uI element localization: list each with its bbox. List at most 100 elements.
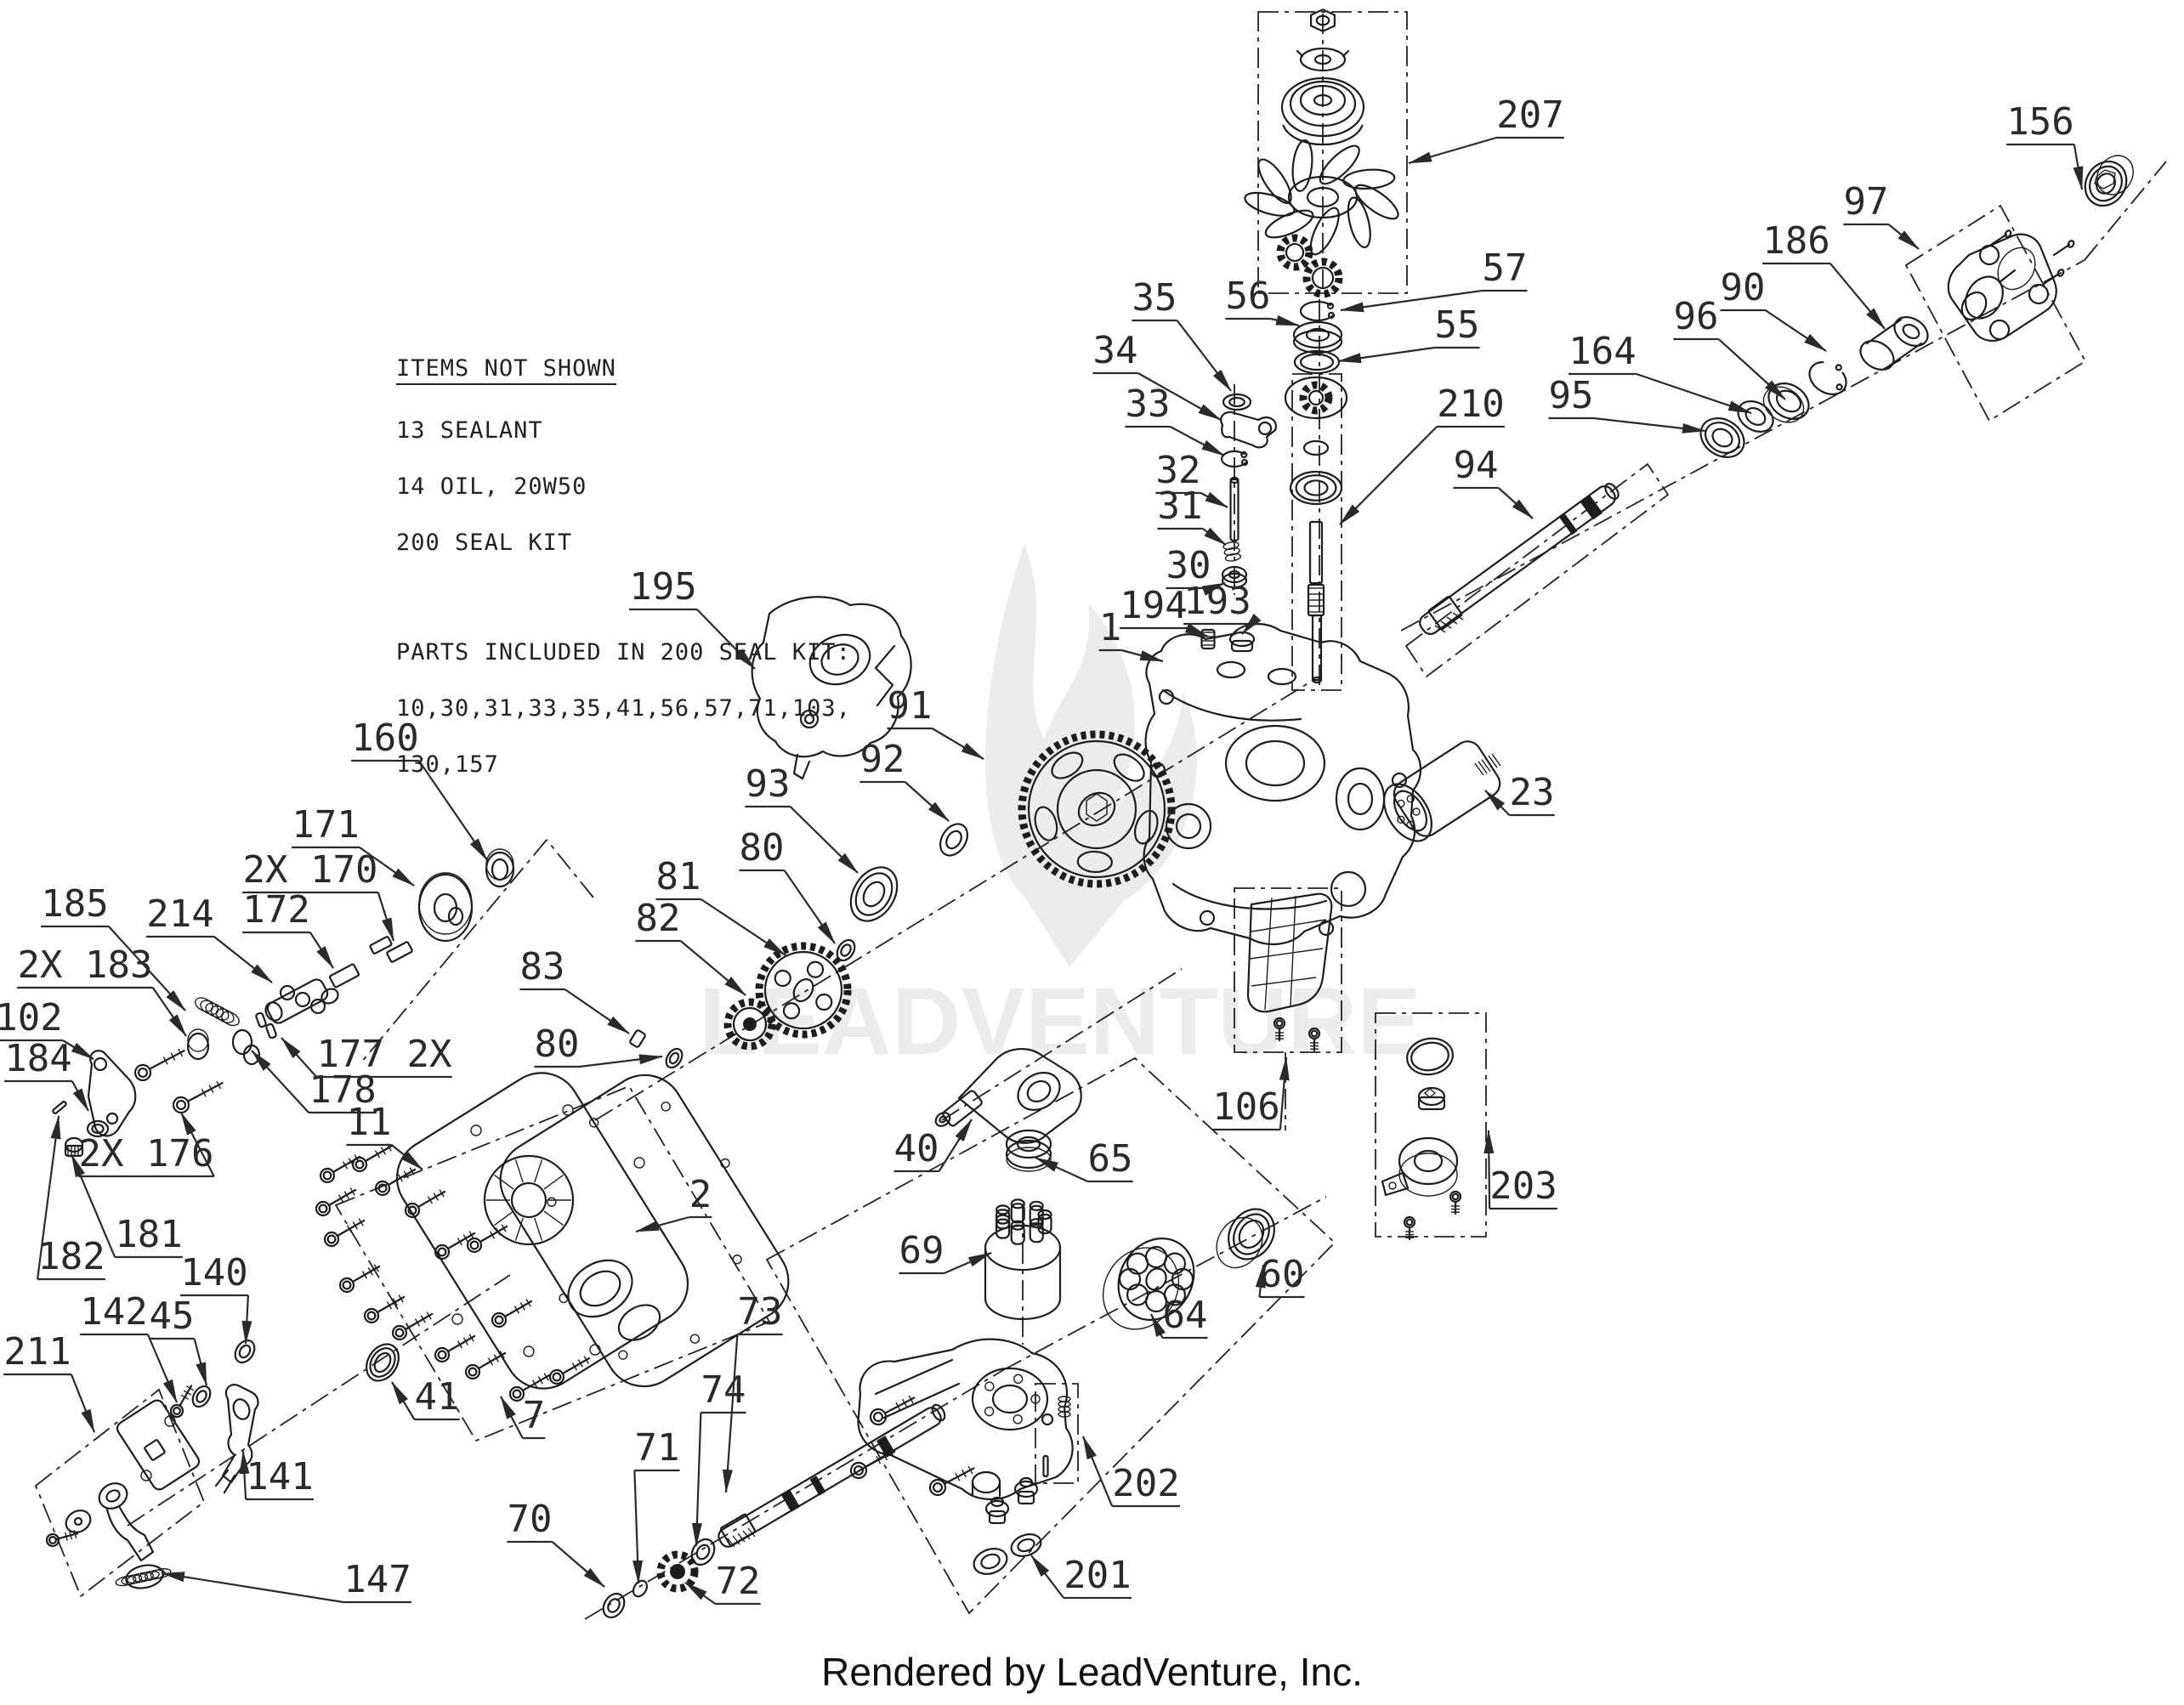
callout-81: 81 [655, 855, 786, 956]
callout-97: 97 [1843, 180, 1920, 250]
part-check-plugs [984, 1476, 1039, 1525]
part-number-label: 102 [0, 996, 63, 1039]
part-trunnion-arm-214 [264, 978, 339, 1024]
part-fan-kit-207 [1244, 8, 1399, 375]
callout-207: 207 [1408, 93, 1564, 165]
part-number-label: 207 [1496, 93, 1563, 137]
callout-41: 41 [391, 1375, 460, 1421]
part-number-label: 193 [1183, 580, 1251, 623]
part-key-170a [386, 941, 413, 963]
part-number-label: 178 [309, 1068, 376, 1112]
part-number-label: 80 [535, 1022, 580, 1066]
part-axle-bearing-156 [2084, 155, 2134, 207]
callout-147: 147 [161, 1558, 411, 1604]
part-number-label: 31 [1158, 484, 1203, 528]
part-pinion-82 [723, 998, 776, 1051]
callout-184: 184 [4, 1037, 89, 1112]
seal-kit-title: PARTS INCLUDED IN 200 SEAL KIT: [396, 639, 851, 666]
part-number-label: 202 [1112, 1462, 1179, 1505]
callout-203: 203 [1483, 1130, 1557, 1210]
part-number-label: 11 [347, 1101, 392, 1144]
part-number-label: 55 [1435, 303, 1480, 347]
callout-214: 214 [146, 892, 273, 983]
part-number-label: 74 [701, 1368, 746, 1412]
callout-140: 140 [180, 1251, 252, 1345]
part-number-label: 186 [1762, 219, 1829, 263]
part-number-label: 65 [1088, 1137, 1133, 1181]
callout-202: 202 [1081, 1436, 1180, 1508]
callout-33: 33 [1125, 382, 1225, 456]
part-spring-185 [195, 997, 240, 1027]
part-number-label: 40 [894, 1127, 939, 1170]
part-number-label: 195 [629, 565, 696, 609]
part-side-cover-11 [395, 1072, 689, 1390]
callout-65: 65 [1035, 1137, 1133, 1183]
part-number-label: 32 [1156, 449, 1201, 492]
part-spacer-186 [1859, 315, 1929, 371]
part-washer-184 [86, 1119, 110, 1138]
callout-94: 94 [1453, 444, 1534, 519]
part-number-label: 90 [1721, 266, 1766, 309]
callout-80: 80 [534, 1022, 663, 1068]
part-number-label: 106 [1212, 1085, 1279, 1129]
part-number-label: 71 [635, 1426, 680, 1470]
part-number-label: 80 [740, 826, 785, 869]
part-pins-177 [255, 1011, 277, 1039]
callout-181: 181 [70, 1153, 183, 1259]
part-number-label: 177 2X [317, 1033, 452, 1076]
part-number-label: 64 [1163, 1294, 1208, 1337]
callout-74: 74 [691, 1368, 746, 1547]
callout-96: 96 [1673, 295, 1786, 400]
part-axle-seal-60 [1216, 1208, 1275, 1269]
part-bolt-142 [169, 1385, 195, 1419]
part-bolt-176b [172, 1080, 224, 1114]
callout-2X-176: 2X 176 [78, 1112, 215, 1178]
callout-210: 210 [1339, 382, 1505, 525]
callout-182: 182 [37, 1115, 105, 1281]
callout-40: 40 [893, 1119, 973, 1173]
part-number-label: 2 [689, 1173, 712, 1216]
part-number-label: 33 [1126, 382, 1171, 426]
part-bushing-160 [485, 848, 515, 888]
callout-64: 64 [1150, 1294, 1208, 1340]
part-snap-ring-90 [1808, 360, 1847, 395]
part-number-label: 184 [4, 1037, 71, 1080]
callout-177-2X: 177 2X [281, 1033, 452, 1079]
callout-178: 178 [251, 1050, 377, 1114]
part-number-label: 185 [41, 882, 108, 926]
part-thrust-bearing-65 [1005, 1129, 1052, 1172]
part-number-label: 172 [242, 888, 309, 932]
part-cover-195 [751, 596, 912, 780]
part-oring-71 [632, 1579, 649, 1598]
part-lip-seal-41 [366, 1343, 400, 1382]
part-number-label: 2X 176 [79, 1132, 214, 1175]
callout-194: 194 [1120, 584, 1209, 638]
callout-90: 90 [1720, 266, 1827, 352]
part-kit-202 [1041, 1396, 1071, 1478]
part-washer-92 [939, 823, 969, 857]
part-bracket-141 [214, 1384, 259, 1494]
part-final-gear-91 [1018, 730, 1176, 888]
part-number-label: 41 [415, 1375, 460, 1419]
callout-31: 31 [1157, 484, 1227, 546]
callout-2X-170: 2X 170 [242, 848, 395, 942]
part-number-label: 194 [1120, 584, 1187, 627]
part-number-label: 34 [1093, 329, 1138, 372]
part-center-section [857, 1338, 1074, 1500]
callout-2X-183: 2X 183 [17, 943, 187, 1037]
part-number-label: 73 [738, 1290, 783, 1334]
callout-164: 164 [1569, 330, 1752, 415]
part-number-label: 203 [1489, 1164, 1557, 1208]
callout-172: 172 [242, 888, 334, 969]
part-number-label: 81 [656, 855, 701, 898]
callout-11: 11 [346, 1101, 423, 1170]
callout-142: 142 [80, 1290, 179, 1403]
notes-line: 13 SEALANT [396, 417, 543, 444]
part-number-label: 60 [1260, 1253, 1305, 1296]
callout-185: 185 [41, 882, 186, 1011]
part-number-label: 142 [80, 1290, 147, 1334]
part-number-label: 201 [1064, 1554, 1131, 1597]
part-number-label: 181 [115, 1213, 182, 1256]
callout-72: 72 [684, 1560, 761, 1606]
